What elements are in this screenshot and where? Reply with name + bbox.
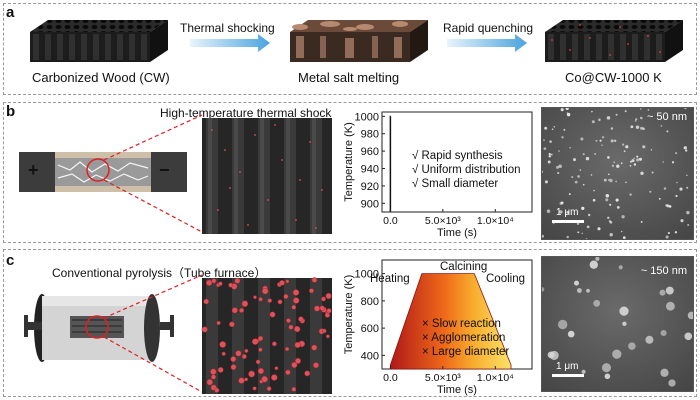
plus-electrode: + <box>28 160 39 180</box>
sem-image-small-particles: ~ 50 nm 1 μm <box>541 107 694 240</box>
carbonized-wood-block <box>30 20 168 62</box>
co-cw-block <box>545 20 683 62</box>
chart2-note-2: × Agglomeration <box>422 332 506 344</box>
chart1-note-2: √ Uniform distribution <box>412 164 521 176</box>
panel-b-letter: b <box>6 103 16 120</box>
chart1-note-3: √ Small diameter <box>412 178 499 190</box>
panel-a-letter: a <box>6 4 15 21</box>
sem-b-scale-label: 1 μm <box>556 207 579 218</box>
thermal-shock-arrow <box>190 34 270 52</box>
panel-c <box>3 249 697 397</box>
sem-c-size-label: ~ 150 nm <box>640 265 687 277</box>
arrow-label-thermal: Thermal shocking <box>180 21 275 35</box>
chart2-note-3: × Large diameter <box>422 346 510 358</box>
sem-c-scale-label: 1 μm <box>556 361 579 372</box>
sem-particles-c <box>542 257 693 391</box>
stage-label-cw: Carbonized Wood (CW) <box>32 70 170 85</box>
sem-image-large-particles: ~ 150 nm 1 μm <box>541 256 694 392</box>
stage-calcining: Calcining <box>440 261 488 273</box>
stage-label-melting: Metal salt melting <box>298 70 400 85</box>
minus-electrode: − <box>159 160 170 180</box>
chart1-note-1: √ Rapid synthesis <box>412 150 503 162</box>
rapid-quench-arrow <box>447 34 527 52</box>
metal-salt-block <box>290 20 428 62</box>
panel-a <box>3 3 697 95</box>
arrow-label-quench: Rapid quenching <box>443 21 534 35</box>
panel-b <box>3 102 697 243</box>
stage-label-co-cw: Co@CW-1000 K <box>565 70 662 85</box>
panel-c-letter: c <box>6 252 15 269</box>
panel-b-title: High-temperature thermal shock <box>160 106 332 120</box>
sem-particles <box>542 108 693 239</box>
chart2-note-1: × Slow reaction <box>422 318 501 330</box>
stage-heating: Heating <box>370 273 410 285</box>
panel-a-illustration <box>30 20 683 62</box>
stage-cooling: Cooling <box>486 273 525 285</box>
sem-b-size-label: ~ 50 nm <box>646 111 687 123</box>
panel-c-title: Conventional pyrolysis（Tube furnace） <box>52 266 267 280</box>
